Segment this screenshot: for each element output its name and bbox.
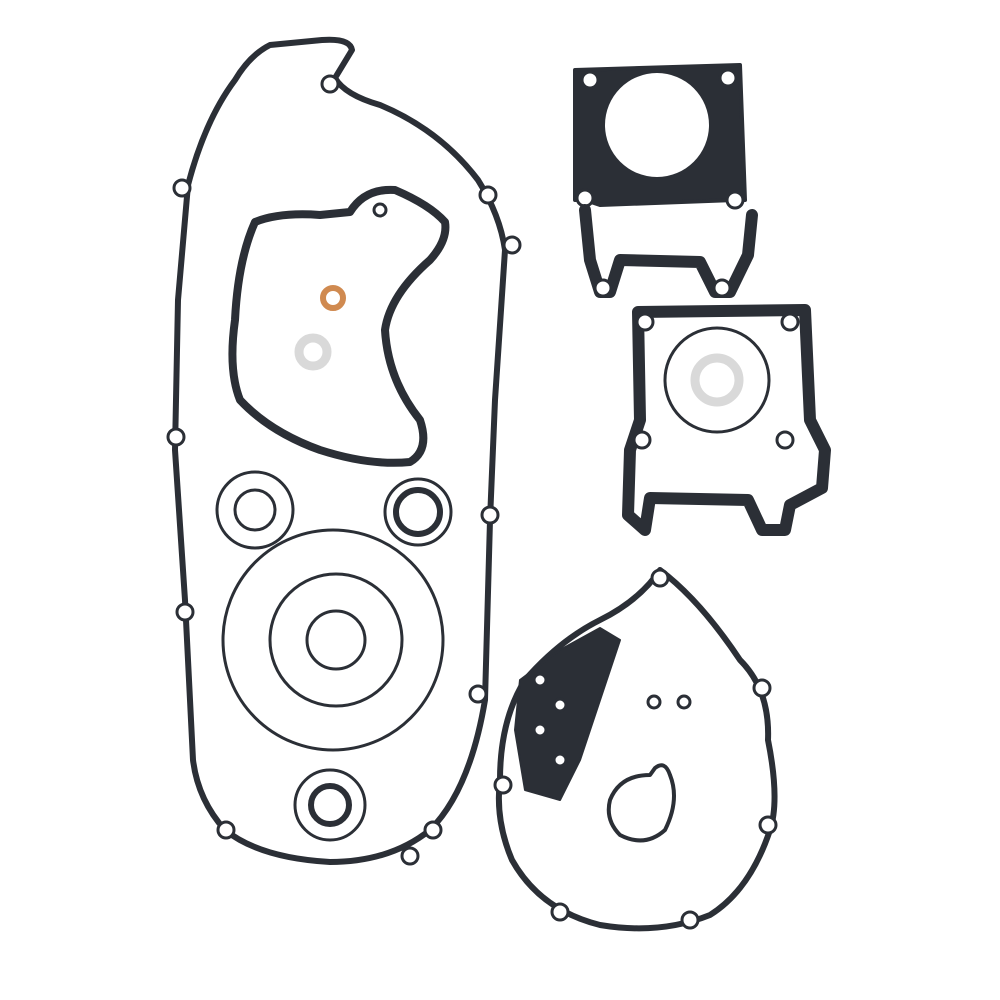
crankcase-cover-gasket	[493, 567, 778, 932]
aluminum-washer	[294, 333, 332, 371]
small-seal	[293, 768, 367, 842]
cylinder-base-gasket	[622, 304, 831, 536]
cylinder-head-gasket	[573, 63, 758, 298]
valve-cover-gasket	[228, 185, 450, 467]
oil-seal-left	[215, 470, 295, 550]
copper-washer	[320, 285, 346, 311]
valve-cover-hole	[372, 202, 388, 218]
transmission-cover-gasket	[166, 36, 522, 866]
large-o-ring-set	[221, 528, 445, 752]
oil-seal-right	[383, 477, 453, 547]
